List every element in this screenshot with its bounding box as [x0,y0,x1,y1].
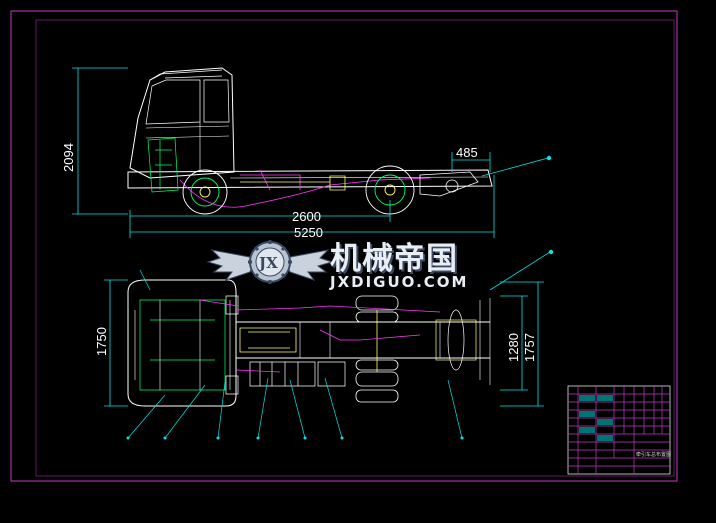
watermark-title-cn: 机械帝国 [330,241,458,277]
side-view-dimensions [72,67,552,238]
rear-light [445,179,459,193]
cab-top-details [134,300,231,390]
part-callouts [127,269,463,439]
fifth-wheel-top [435,319,477,361]
fifth-wheel [419,171,479,197]
sheet-outer-border [10,10,678,482]
cab-door-lines [145,122,230,172]
dim-track-outer: 1757 [522,333,537,362]
fuel-tank [317,361,346,387]
side-view [127,67,493,215]
rear-axle [355,295,399,403]
title-block-cells [579,395,613,441]
engine-hidden-lines [147,137,179,193]
watermark-title-en: JXDIGUO.COM [329,273,468,291]
sheet-inner-border [35,19,675,477]
cab-outline [129,67,235,179]
title-block [567,385,671,475]
logo-wing-left [206,249,256,281]
cab-window [145,79,230,125]
top-view-dimensions [104,249,554,407]
cab-top-inner [139,299,226,391]
brake-piping [179,169,431,208]
top-piping [199,299,441,373]
top-view [127,279,491,407]
logo-letters: JX [257,254,278,272]
air-tank [447,309,465,371]
front-wheels-top [225,295,239,395]
watermark-title-cn-shadow: 机械帝国 [332,243,460,279]
frame-rail [127,169,493,189]
watermark-logo: JX 机械帝国 机械帝国 JXDIGUO.COM [206,240,468,291]
dim-track-inner: 1280 [506,333,521,362]
front-wheel [182,169,228,215]
cab-roof-detail [149,69,223,81]
title-block-caption: 牵引车总布置图 [636,451,671,458]
dim-height: 2094 [61,143,76,172]
chassis-cross-members [299,298,491,385]
dim-wheelbase: 2600 [292,209,321,224]
dim-cab-width: 1750 [94,327,109,356]
frame-rail-inner [229,176,489,179]
drive-shaft [240,175,346,191]
dim-overall-length: 5250 [294,225,323,240]
logo-wing-right [284,249,334,281]
cab-top-outline [127,279,237,407]
battery-box [249,361,316,387]
callout-dots [126,436,464,440]
engine-block [239,327,297,353]
dim-rear-overhang: 485 [456,145,478,160]
